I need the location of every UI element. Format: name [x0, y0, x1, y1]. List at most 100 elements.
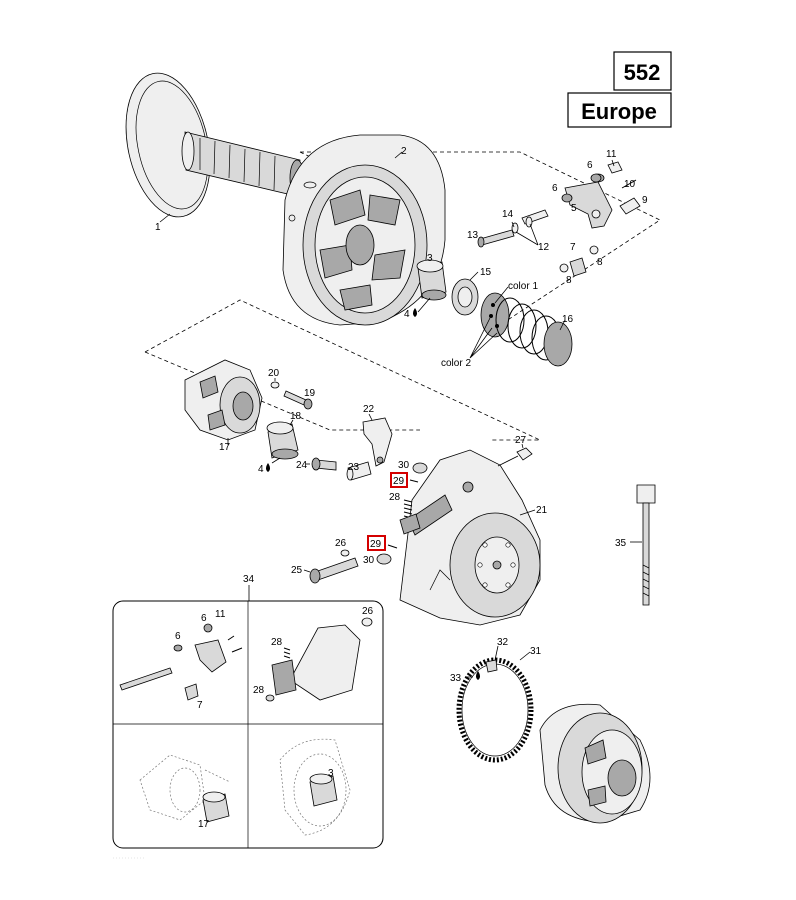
callout-7: 7	[570, 242, 576, 253]
part-21-governor-cup	[399, 449, 541, 626]
part-18-bushing	[266, 421, 299, 460]
region-label: Europe	[581, 99, 657, 124]
tool-kit-inset: 6 11 6 7 26 28 28 17 3	[112, 600, 384, 849]
inset-arm-tool	[119, 623, 243, 701]
callout-20: 20	[268, 368, 280, 379]
callout-19: 19	[304, 388, 316, 399]
callout-9: 9	[642, 195, 648, 206]
inset-callout-11: 11	[215, 609, 226, 620]
part-30-bushing-lower	[376, 553, 392, 565]
color-1-label: color 1	[508, 281, 538, 292]
callout-16: 16	[562, 314, 574, 325]
inset-callout-6a: 6	[201, 613, 207, 624]
callout-11: 11	[606, 149, 617, 160]
callout-10: 10	[624, 179, 636, 190]
part-35-tool-bolt	[636, 484, 656, 606]
callout-8a: 8	[597, 257, 603, 268]
inset-sheave-tool	[279, 738, 351, 836]
part-31-drum	[539, 703, 651, 824]
inset-callout-17: 17	[198, 819, 210, 830]
inset-callout-28a: 28	[271, 637, 283, 648]
callout-1: 1	[155, 222, 161, 233]
callout-23: 23	[348, 462, 360, 473]
callout-28: 28	[389, 492, 401, 503]
part-19-screw	[283, 390, 313, 410]
part-15-ring	[451, 278, 479, 316]
part-9-sleeve	[619, 197, 641, 215]
inset-cup-tool	[265, 617, 373, 702]
part-11-nut	[607, 161, 623, 174]
callout-26: 26	[335, 538, 347, 549]
callout-5: 5	[571, 203, 577, 214]
inset-callout-7: 7	[197, 700, 203, 711]
part-1-fixed-sheave	[125, 72, 305, 218]
callout-34: 34	[243, 574, 255, 585]
part-5-lever-arm	[564, 173, 613, 229]
oil-drop-icon	[413, 308, 417, 317]
callout-12: 12	[538, 242, 550, 253]
callout-2: 2	[401, 146, 407, 157]
part-17-spider	[184, 359, 263, 441]
callout-32: 32	[497, 637, 509, 648]
oil-drop-icon	[266, 463, 270, 472]
callout-15: 15	[480, 267, 492, 278]
part-27-nut	[516, 447, 533, 461]
part-29-pin-upper	[409, 479, 419, 483]
part-8-nut	[559, 245, 599, 273]
callout-6a: 6	[587, 160, 593, 171]
page-number: 552	[624, 60, 661, 85]
callout-8b: 8	[566, 275, 572, 286]
callout-3: 3	[427, 253, 433, 264]
callout-4b: 4	[258, 464, 264, 475]
part-20-washer	[270, 381, 280, 389]
callout-6b: 6	[552, 183, 558, 194]
part-13-bolt	[477, 229, 515, 248]
part-7-washer	[569, 257, 587, 277]
inset-callout-28b: 28	[253, 685, 265, 696]
part-6-roller	[561, 173, 602, 203]
part-16-spring	[480, 292, 573, 367]
inset-callout-26: 26	[362, 606, 374, 617]
part-26-washer	[340, 549, 350, 557]
part-31-ring-gear	[456, 657, 534, 763]
callout-29a: 29	[393, 476, 405, 487]
callout-21: 21	[536, 505, 548, 516]
callout-30b: 30	[363, 555, 375, 566]
inset-spider-tool	[139, 754, 231, 823]
callout-30a: 30	[398, 460, 410, 471]
callout-33: 33	[450, 673, 462, 684]
callout-35: 35	[615, 538, 627, 549]
region-box: Europe	[567, 92, 672, 128]
part-3-bushing	[416, 259, 447, 301]
highlight-box-29-lower	[367, 535, 386, 551]
part-29-pin-lower	[387, 544, 398, 549]
part-22-lever	[362, 417, 393, 467]
page-number-box: 552	[613, 51, 672, 91]
callout-14: 14	[502, 209, 514, 220]
highlight-box-29-upper	[390, 472, 408, 488]
callout-4a: 4	[404, 309, 410, 320]
callout-29b: 29	[370, 539, 382, 550]
callout-13: 13	[467, 230, 479, 241]
part-30-bushing-upper	[412, 462, 428, 474]
callout-22: 22	[363, 404, 375, 415]
callout-27: 27	[515, 435, 527, 446]
oil-drop-icon	[476, 671, 480, 680]
part-2-movable-sheave	[282, 134, 446, 326]
inset-callout-6b: 6	[175, 631, 181, 642]
callout-25: 25	[291, 565, 303, 576]
part-32-screw	[485, 659, 498, 673]
part-23-pin	[346, 461, 372, 481]
callout-24: 24	[296, 460, 308, 471]
part-12-spacer	[521, 209, 549, 228]
part-24-screw	[311, 457, 337, 471]
color-2-label: color 2	[441, 358, 471, 369]
inset-callout-3: 3	[328, 768, 334, 779]
callout-18: 18	[290, 411, 302, 422]
part-10-pin	[621, 179, 637, 189]
part-25-bolt	[309, 557, 359, 584]
part-28-spring	[399, 499, 421, 535]
callout-31: 31	[530, 646, 542, 657]
callout-17: 17	[219, 442, 231, 453]
